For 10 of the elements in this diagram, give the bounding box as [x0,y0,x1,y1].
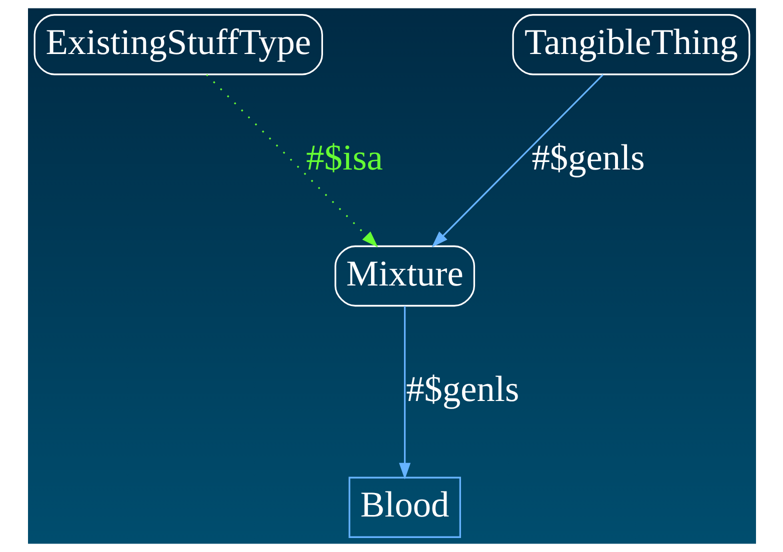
edge-label: #$genls [406,368,519,409]
node-box: TangibleThing [512,14,750,76]
node-box: Mixture [334,245,475,307]
arrow [206,74,378,248]
node-box: ExistingStuffType [33,14,322,76]
node-box: Blood [348,476,460,538]
edge-label: #$isa [306,138,382,178]
arrow [431,74,604,248]
arrow [398,306,410,480]
edge-label: #$genls [531,138,644,178]
